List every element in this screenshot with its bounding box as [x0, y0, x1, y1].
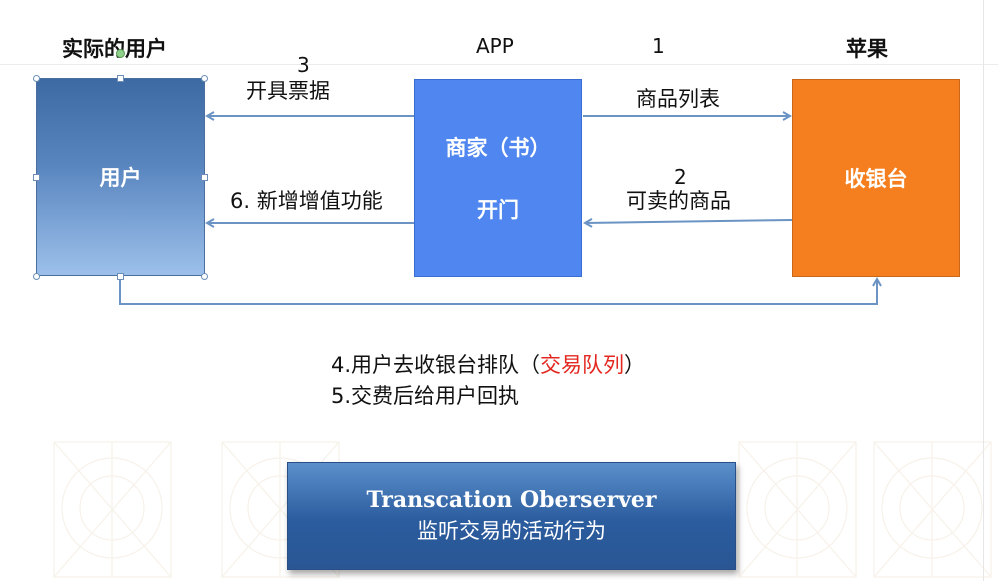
- background-pattern: [873, 441, 992, 578]
- header-divider: [0, 64, 998, 65]
- arrow-user-to-cashier-queue: [119, 277, 877, 305]
- header-app: APP: [476, 34, 514, 58]
- background-pattern: [53, 441, 172, 578]
- arrow-cashier-to-app: [585, 220, 793, 223]
- header-step-1: 1: [652, 34, 665, 58]
- cashier-box-label: 收银台: [844, 167, 908, 191]
- transaction-queue-highlight: 交易队列: [540, 353, 625, 377]
- rotate-handle[interactable]: [116, 49, 125, 58]
- resize-handle[interactable]: [117, 75, 124, 82]
- note-step-5: 5.交费后给用户回执: [331, 384, 520, 408]
- transaction-observer-box[interactable]: Transcation Oberserver 监听交易的活动行为: [287, 462, 736, 570]
- app-box-line2: 开门: [477, 198, 519, 222]
- step-2-number: 2: [674, 165, 687, 189]
- background-pattern: [738, 441, 857, 578]
- step-3-number: 3: [297, 53, 310, 77]
- cashier-box[interactable]: 收银台: [792, 79, 960, 277]
- note-step-4-prefix: 4.用户去收银台排队（: [331, 353, 541, 377]
- resize-handle[interactable]: [33, 273, 40, 280]
- resize-handle[interactable]: [201, 174, 208, 181]
- header-actual-user: 实际的用户: [62, 37, 167, 61]
- resize-handle[interactable]: [33, 75, 40, 82]
- observer-title: Transcation Oberserver: [366, 487, 657, 513]
- product-list-label: 商品列表: [636, 87, 720, 111]
- user-box-label: 用户: [99, 166, 142, 190]
- note-step-4: 4.用户去收银台排队（交易队列）: [331, 349, 645, 379]
- resize-handle[interactable]: [117, 273, 124, 280]
- receipt-label: 开具票据: [246, 79, 330, 103]
- value-add-label: 6. 新增增值功能: [230, 189, 383, 213]
- purchasable-goods-label: 可卖的商品: [626, 189, 731, 213]
- resize-handle[interactable]: [33, 174, 40, 181]
- user-box[interactable]: 用户: [36, 78, 205, 276]
- resize-handle[interactable]: [201, 75, 208, 82]
- resize-handle[interactable]: [201, 273, 208, 280]
- note-step-4-suffix: ）: [624, 353, 646, 377]
- header-apple: 苹果: [846, 37, 888, 61]
- app-box-line1: 商家（书）: [445, 136, 551, 160]
- slide-edge: [983, 0, 984, 581]
- app-merchant-box[interactable]: 商家（书） 开门: [414, 79, 582, 277]
- observer-subtitle: 监听交易的活动行为: [417, 519, 606, 543]
